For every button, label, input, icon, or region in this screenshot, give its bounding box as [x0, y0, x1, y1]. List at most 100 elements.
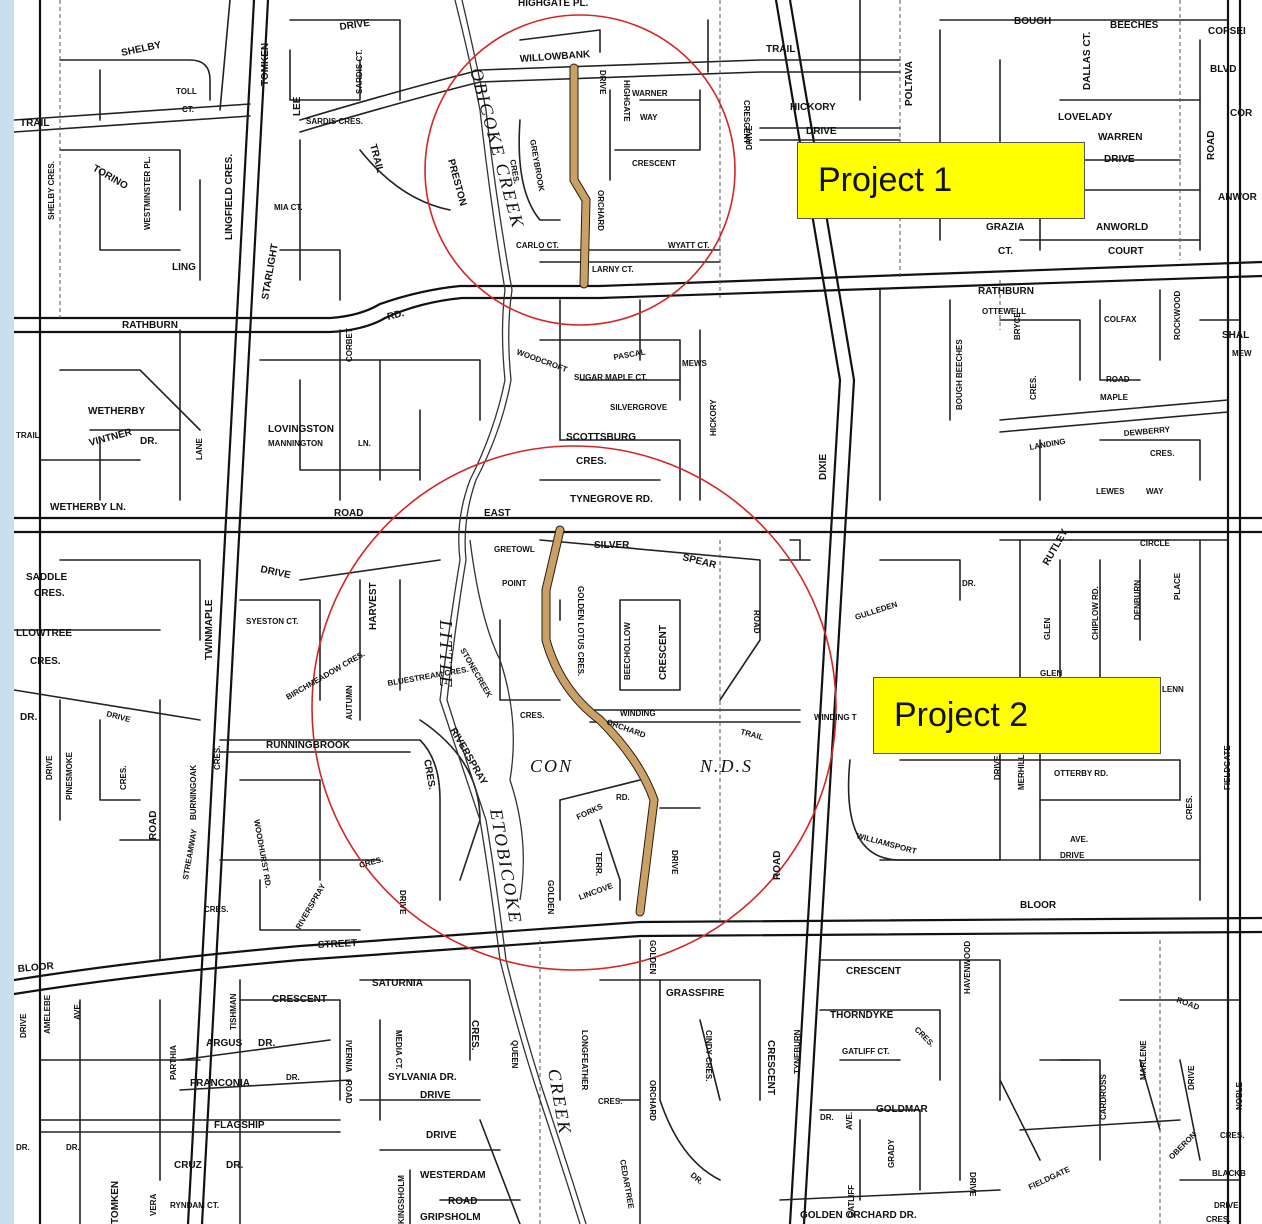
label-copse: COPSEI: [1208, 26, 1246, 37]
label-willowtree-cres: CRES.: [30, 656, 61, 667]
label-drive-p2: DRIVE: [670, 850, 679, 875]
label-lovelady: LOVELADY: [1058, 112, 1113, 123]
label-cindy: CINDY CRES.: [704, 1030, 713, 1081]
label-glenn: LENN: [1162, 685, 1184, 694]
label-lovingston: LOVINGSTON: [268, 424, 334, 435]
label-warner: WARNER: [632, 89, 668, 98]
label-highgate: HIGHGATE PL.: [518, 0, 589, 9]
label-woodhurst: WOODHURST RD.: [252, 819, 273, 889]
label-bryce: BRYCE: [1013, 312, 1022, 340]
label-ave: AVE.: [1070, 835, 1088, 844]
label-dr-g: DR.: [820, 1113, 834, 1122]
label-golden-lotus: GOLDEN LOTUS CRES.: [576, 586, 585, 676]
label-havenwood: HAVENWOOD: [963, 941, 972, 994]
arterial-roads: [14, 0, 1262, 1224]
label-mannington: MANNINGTON: [268, 439, 323, 448]
label-silvergrove: SILVERGROVE: [610, 403, 668, 412]
project1-circle: [424, 14, 736, 326]
label-maple: MAPLE: [1100, 393, 1129, 402]
label-streamway: STREAMWAY: [181, 828, 199, 881]
label-tyneburn: TYNEBURN: [793, 1029, 802, 1074]
label-east: EAST: [484, 508, 511, 519]
label-street: STREET: [318, 938, 358, 951]
label-shelby-cres: SHELBY CRES.: [47, 161, 56, 220]
label-orchard-p1: ORCHARD: [596, 190, 605, 231]
label-blvd: BLVD: [1210, 64, 1236, 75]
label-mia: MIA CT.: [274, 203, 303, 212]
label-road-right: ROAD: [1206, 131, 1217, 160]
label-drive-br: DRIVE: [968, 1172, 977, 1197]
label-corbet: CORBET: [345, 328, 354, 362]
label-flagship: FLAGSHIP: [214, 1120, 265, 1131]
label-poltava: POLTAVA: [904, 61, 915, 106]
label-forks-rd: RD.: [616, 793, 630, 802]
label-queen: QUEEN: [510, 1040, 519, 1069]
label-golden-bot: GOLDEN: [648, 940, 657, 974]
label-oberon: OBERON: [1167, 1130, 1198, 1161]
label-toll-ct: CT.: [182, 105, 194, 114]
label-gretowl: GRETOWL: [494, 545, 535, 554]
label-thorndyke-cres: CRES.: [913, 1025, 937, 1049]
label-drive-top: DRIVE: [339, 18, 371, 33]
label-lincove: LINCOVE: [578, 881, 615, 902]
label-marlene: MARLENE: [1139, 1040, 1148, 1080]
local-streets: [14, 0, 1241, 1224]
label-toll: TOLL: [176, 87, 197, 96]
label-glen: GLEN: [1043, 618, 1052, 640]
label-willowbank: WILLOWBANK: [519, 49, 591, 65]
label-runningbrook: RUNNINGBROOK: [266, 740, 351, 751]
label-dr-bot-left: DR.: [66, 1143, 80, 1152]
label-way: WAY: [640, 113, 658, 122]
label-cres-left: CRES.: [119, 766, 128, 790]
label-dewberry: DEWBERRY: [1123, 425, 1171, 438]
label-drive-br3: DRIVE: [1214, 1201, 1239, 1210]
label-trail-left2: TRAIL: [16, 431, 40, 440]
label-lingfield: LINGFIELD CRES.: [224, 154, 235, 240]
label-wetherby-ln: WETHERBY LN.: [50, 502, 126, 513]
label-dr-bot: DR.: [689, 1171, 705, 1187]
label-gripsholm: GRIPSHOLM: [420, 1212, 481, 1223]
label-pinesmoke: PINESMOKE: [65, 751, 74, 800]
project2-label: Project 2: [894, 696, 1029, 734]
label-blackb: BLACKB: [1212, 1169, 1246, 1178]
label-saddle: SADDLE: [26, 572, 67, 583]
label-lewes-way: WAY: [1146, 487, 1164, 496]
label-vintner-dr: DR.: [140, 436, 157, 447]
label-westminster: WESTMINSTER PL.: [143, 156, 152, 230]
label-vera: VERA: [149, 1194, 158, 1216]
label-ave-left: AVE.: [73, 1002, 82, 1020]
label-nds: N.D.S: [699, 756, 753, 776]
label-drive-p1: DRIVE: [598, 70, 607, 95]
label-cres-br: CRES.: [1220, 1131, 1244, 1140]
label-hickory-drive: DRIVE: [806, 126, 837, 137]
label-shale: SHAL: [1222, 330, 1249, 341]
label-cres-riverspray2: CRES.: [358, 855, 384, 870]
window-edge: [0, 0, 14, 1224]
label-saturnia: SATURNIA: [372, 978, 423, 989]
label-highgate-ct: HIGHGATE: [622, 80, 631, 122]
label-anworld: ANWORLD: [1096, 222, 1148, 233]
label-mannington-ln: LN.: [358, 439, 371, 448]
label-dallas: DALLAS CT.: [1082, 31, 1093, 90]
label-crescent-bot2: CRESCENT: [765, 1040, 776, 1095]
project2-callout: Project 2: [873, 677, 1161, 754]
label-cardross: CARDROSS: [1099, 1074, 1108, 1120]
label-goldmar: GOLDMAR: [876, 1104, 928, 1115]
label-terr: TERR.: [594, 852, 603, 876]
label-warren-drive: DRIVE: [1104, 154, 1135, 165]
label-ivernia: IVERNIA: [344, 1040, 353, 1073]
label-cres-p2: CRES.: [520, 711, 544, 720]
label-hickory: HICKORY: [790, 102, 836, 113]
label-fieldgate: FIELDGATE: [1223, 745, 1232, 790]
label-argus: ARGUS: [206, 1038, 242, 1049]
label-noble: NOBLE: [1235, 1081, 1244, 1110]
label-bloor-right: BLOOR: [1020, 900, 1057, 911]
label-amelebe: AMELEBE: [43, 994, 52, 1034]
label-crescent-bot: CRESCENT: [272, 994, 327, 1005]
label-greybrook-cres: CRES.: [508, 159, 521, 185]
label-lee: LEE: [292, 96, 303, 116]
label-cres-burningoak: CRES.: [213, 746, 222, 770]
label-road-br: ROAD: [1175, 995, 1200, 1012]
label-twinmaple: TWINMAPLE: [204, 599, 215, 660]
label-glen2: GLEN: [1040, 669, 1062, 678]
